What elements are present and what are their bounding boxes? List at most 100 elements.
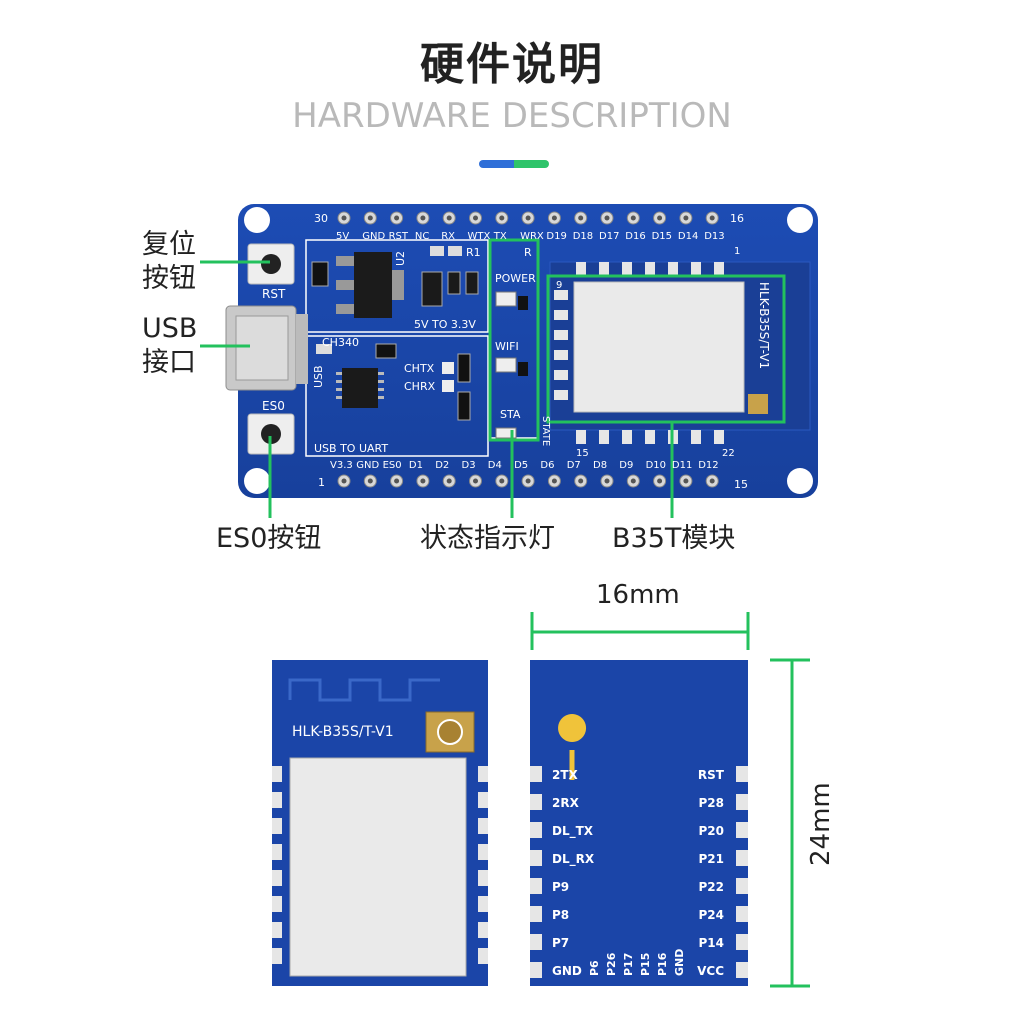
back-left-pad <box>530 822 542 838</box>
module-bottom-pad <box>645 430 655 444</box>
page-title: 硬件说明 <box>420 39 604 90</box>
back-left-pad <box>530 962 542 978</box>
back-left-pin-label: DL_TX <box>552 824 594 839</box>
chrx-silk: CHRX <box>404 380 436 393</box>
back-bottom-pin-label: P17 <box>622 953 635 976</box>
module-front-antenna-connector <box>425 711 475 753</box>
board-module-name: HLK-B35S/T-V1 <box>757 282 771 369</box>
top-pin-label: D13 <box>704 231 724 242</box>
wifi-silk: WIFI <box>495 340 519 353</box>
dimension-lines <box>530 612 810 988</box>
top-header-pin <box>416 211 430 225</box>
bottom-header-pin <box>363 474 377 488</box>
module-top-pad <box>668 262 678 276</box>
mount-hole-bl <box>244 468 270 494</box>
regulator-silk: 5V TO 3.3V <box>414 318 476 331</box>
module-back-pads <box>530 766 748 978</box>
board-module-shield <box>573 281 745 413</box>
bottom-pin-label: D2 <box>435 460 449 471</box>
mount-hole-tr <box>787 207 813 233</box>
back-bottom-pin-label: GND <box>673 949 686 976</box>
r-silk: R <box>524 246 532 259</box>
module-left-pad <box>554 350 568 360</box>
state-silk: STATE <box>540 416 551 446</box>
es0-silk: ES0 <box>262 399 285 413</box>
u2-silk: U2 <box>394 251 407 266</box>
top-header-pin <box>495 211 509 225</box>
bottom-pin-label: D7 <box>567 460 581 471</box>
back-right-pad <box>736 962 748 978</box>
module-bottom-pad <box>691 430 701 444</box>
top-header-pin <box>600 211 614 225</box>
top-header-pin <box>679 211 693 225</box>
height-dimension-label: 24mm <box>806 782 836 866</box>
top-header-pin <box>390 211 404 225</box>
ch340-silk: CH340 <box>322 336 359 349</box>
module-bottom-pad <box>622 430 632 444</box>
ch340-chip <box>342 368 378 408</box>
back-right-pin-label: P20 <box>699 824 725 838</box>
callout-lines <box>200 238 786 518</box>
front-right-pad <box>478 792 488 808</box>
bottom-pin-number-15: 15 <box>734 478 748 491</box>
back-left-pin-label: P7 <box>552 936 569 950</box>
bottom-pin-label: D3 <box>462 460 476 471</box>
chtx-silk: CHTX <box>404 362 435 375</box>
bottom-header-pin <box>390 474 404 488</box>
module-bottom-pad <box>668 430 678 444</box>
module-top-pad <box>599 262 609 276</box>
back-right-pin-label: P14 <box>699 936 725 950</box>
front-left-pad <box>272 948 282 964</box>
front-right-pad <box>478 844 488 860</box>
top-header-pin <box>653 211 667 225</box>
dev-board-pcb <box>238 204 818 498</box>
module-back-antenna-icon <box>558 714 587 742</box>
top-header-pin <box>547 211 561 225</box>
usb-silk: USB <box>312 365 325 388</box>
back-left-pin-label: 2TX <box>552 768 579 782</box>
front-left-pad <box>272 922 282 938</box>
power-silk: POWER <box>495 272 536 285</box>
bottom-header-pin <box>469 474 482 488</box>
back-right-pad <box>736 766 748 782</box>
top-header-pin <box>521 211 535 225</box>
status-led-callout: 状态指示灯 <box>420 523 555 554</box>
bottom-pin-label: D5 <box>514 460 528 471</box>
module-top-pad <box>645 262 655 276</box>
back-left-pad <box>530 850 542 866</box>
module-left-pad <box>554 330 568 340</box>
module-left-pad <box>554 290 568 300</box>
bottom-pin-label: D1 <box>409 460 423 471</box>
bottom-header-pin <box>416 474 430 488</box>
bottom-header-pin <box>574 474 588 488</box>
bottom-pin-label: D12 <box>698 460 718 471</box>
module-front-shield <box>289 757 467 977</box>
bottom-header-pin <box>626 474 640 488</box>
module-top-pad <box>622 262 632 276</box>
usb-to-uart-silk: USB TO UART <box>314 442 388 455</box>
top-pin-label: GND <box>362 231 385 242</box>
reset-callout-line1: 复位 <box>142 229 196 260</box>
module-left-pad <box>554 370 568 380</box>
back-left-pad <box>530 934 542 950</box>
back-right-pin-label: P28 <box>699 796 725 810</box>
back-right-pin-label: VCC <box>697 964 724 978</box>
es0-button-callout: ES0按钮 <box>216 523 322 554</box>
back-right-pad <box>736 878 748 894</box>
top-pin-label: D16 <box>625 231 645 242</box>
module-top-pad <box>576 262 586 276</box>
back-right-pin-label: P24 <box>699 908 725 922</box>
top-pin-label: WRX <box>520 231 544 242</box>
usb-callout-line1: USB <box>142 313 198 344</box>
bottom-pin-label: D6 <box>540 460 554 471</box>
reset-callout-line2: 按钮 <box>142 263 196 294</box>
board-module-pads <box>554 262 724 444</box>
back-right-pad <box>736 822 748 838</box>
bottom-pin-number-1: 1 <box>318 476 325 489</box>
back-left-pin-label: P9 <box>552 880 569 894</box>
top-pin-label: D17 <box>599 231 619 242</box>
module-bottom-pad <box>599 430 609 444</box>
reset-button-callout: 复位 按钮 <box>142 228 196 296</box>
wifi-led <box>495 357 517 373</box>
bottom-pin-label: D10 <box>646 460 666 471</box>
